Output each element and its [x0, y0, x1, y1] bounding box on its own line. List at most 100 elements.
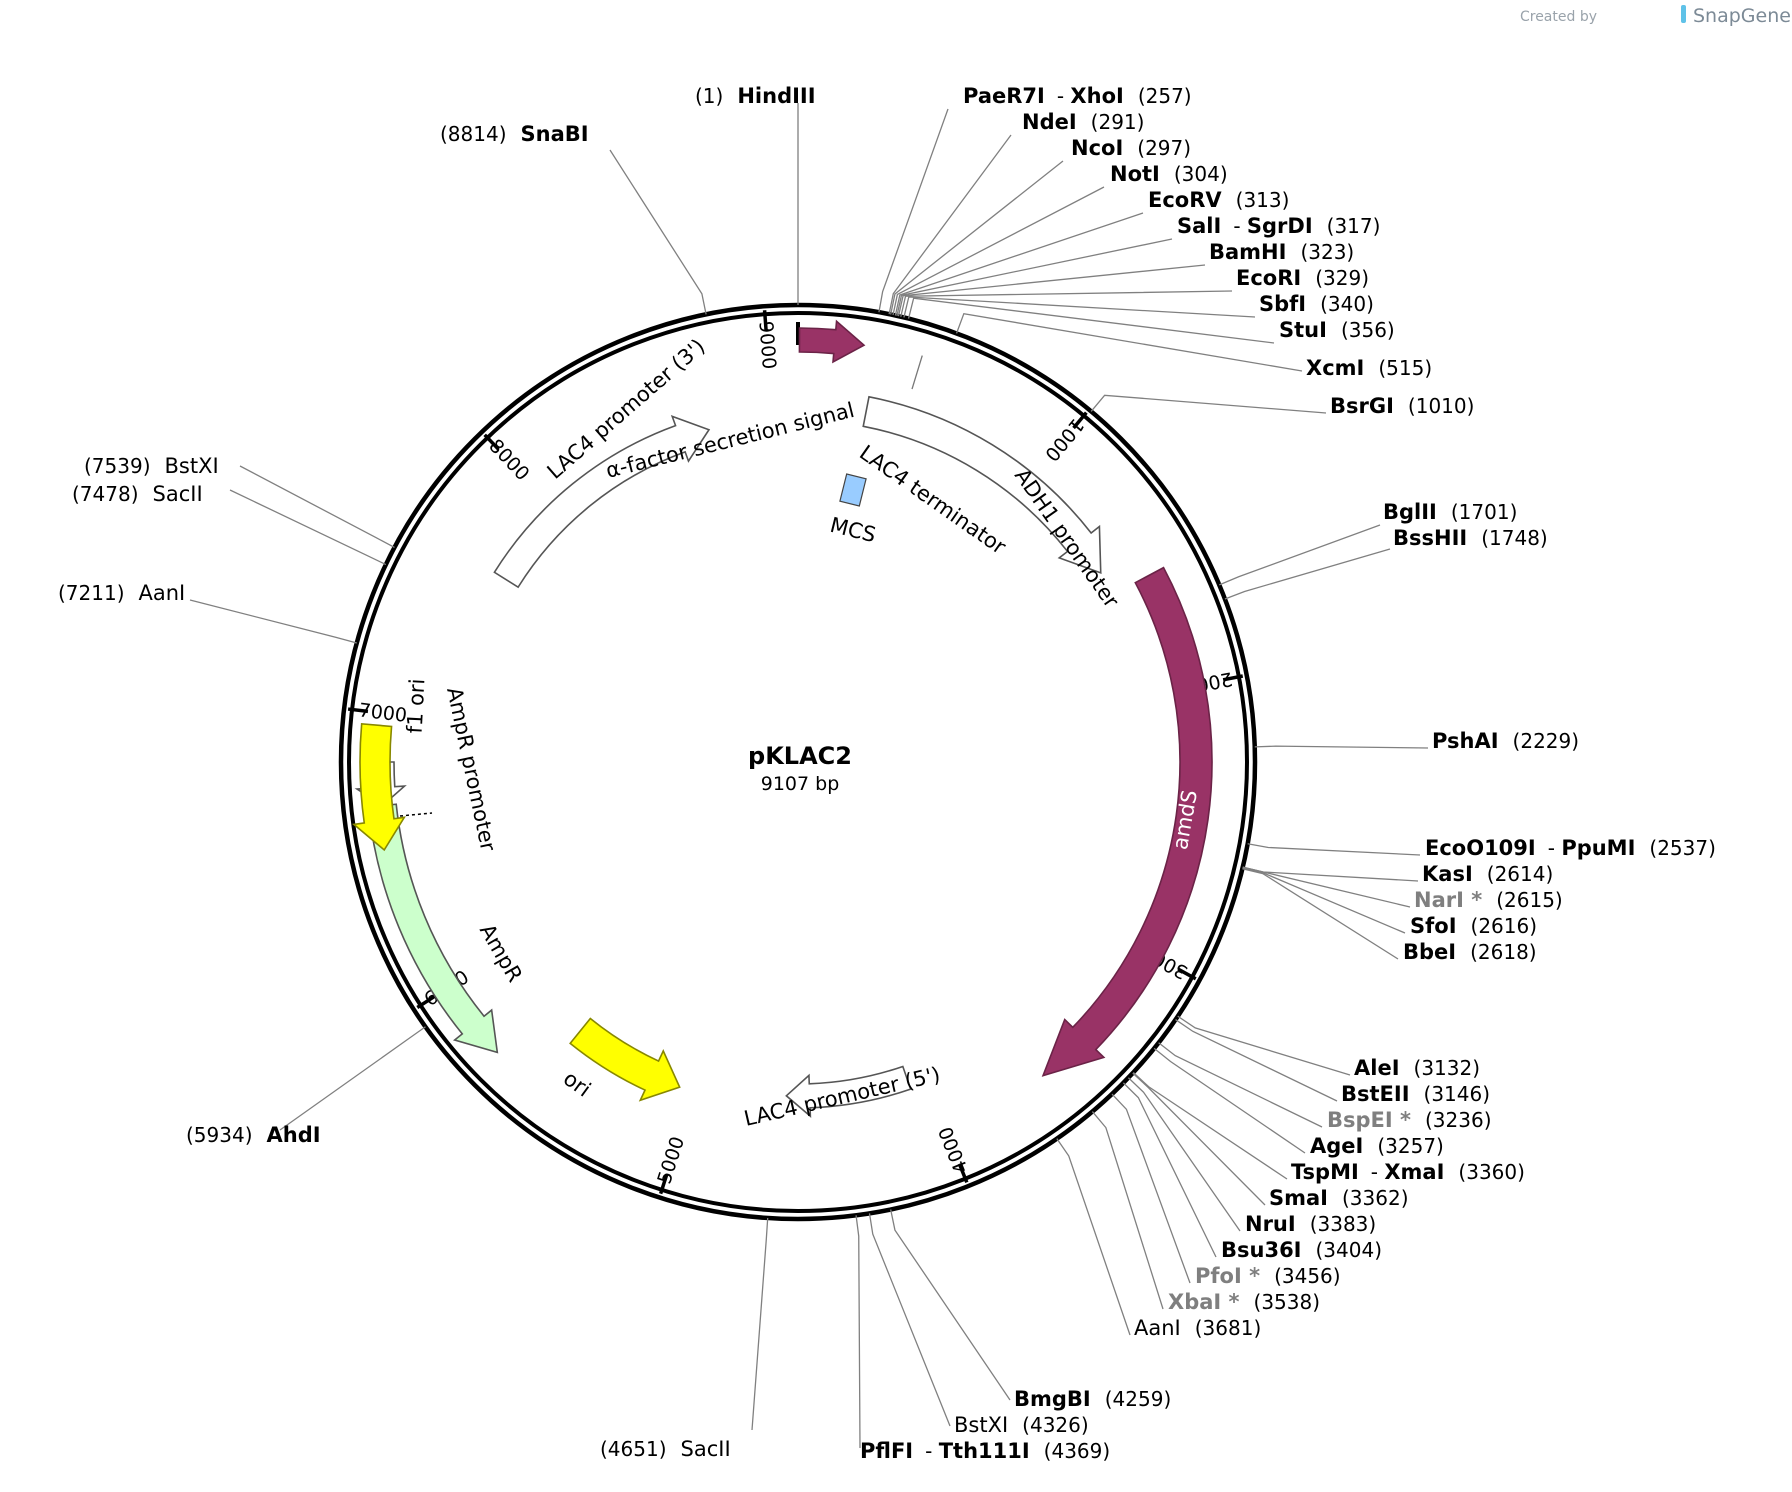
f1-ori-arrow[interactable]: [351, 722, 406, 852]
restriction-site[interactable]: TspMI- XmaI(3360): [1291, 1160, 1525, 1184]
restriction-site[interactable]: EcoRI(329): [1236, 266, 1369, 290]
lac4-promoter-5-arrow[interactable]: [785, 1065, 912, 1118]
site-leader-line: [1242, 866, 1411, 908]
restriction-site-label: SbfI(340): [1259, 292, 1374, 316]
restriction-site-label: BstXI(4326): [954, 1413, 1089, 1437]
restriction-site[interactable]: (8814)SnaBI: [440, 122, 589, 146]
restriction-site-label: PfoI *(3456): [1195, 1264, 1341, 1288]
restriction-site-label: BamHI(323): [1209, 240, 1354, 264]
credit-brand: SnapGene: [1693, 5, 1791, 27]
site-enzyme-name: PflFI: [860, 1439, 913, 1463]
restriction-site-label: XbaI *(3538): [1168, 1290, 1320, 1314]
restriction-site[interactable]: NcoI(297): [1071, 136, 1191, 160]
site-leader-line: [888, 134, 1012, 315]
site-enzyme-name: StuI: [1279, 318, 1327, 342]
restriction-site[interactable]: AanI(3681): [1134, 1316, 1261, 1340]
restriction-site[interactable]: Bsu36I(3404): [1221, 1238, 1382, 1262]
site-position: (257): [1138, 84, 1192, 108]
site-enzyme-name-2: PpuMI: [1561, 836, 1635, 860]
restriction-site[interactable]: SfoI(2616): [1410, 914, 1537, 938]
restriction-site[interactable]: BssHII(1748): [1393, 526, 1548, 550]
restriction-site-label: (1)HindIII: [695, 84, 816, 108]
restriction-site[interactable]: SbfI(340): [1259, 292, 1374, 316]
restriction-site[interactable]: BstEII(3146): [1341, 1082, 1490, 1106]
lac4-promoter-3-arrow[interactable]: [493, 415, 711, 589]
site-name-separator: -: [1057, 84, 1071, 108]
restriction-site[interactable]: AleI(3132): [1354, 1056, 1480, 1080]
ruler-tick: [658, 1174, 669, 1195]
restriction-sites: (1)HindIII PaeR7I- XhoI(257)NdeI(291)NcoI…: [58, 84, 1716, 1463]
restriction-site[interactable]: NruI(3383): [1245, 1212, 1376, 1236]
restriction-site[interactable]: BamHI(323): [1209, 240, 1354, 264]
site-enzyme-name-2: SgrDI: [1247, 214, 1313, 238]
restriction-site[interactable]: StuI(356): [1279, 318, 1395, 342]
site-position: (7478): [72, 482, 139, 506]
restriction-site-label: StuI(356): [1279, 318, 1395, 342]
restriction-site[interactable]: (7478)SacII: [72, 482, 203, 506]
ampr-arrow[interactable]: [367, 803, 499, 1054]
restriction-site[interactable]: (7539)BstXI: [84, 454, 219, 478]
restriction-site[interactable]: AgeI(3257): [1310, 1134, 1444, 1158]
restriction-site[interactable]: PshAI(2229): [1432, 729, 1579, 753]
site-enzyme-name: BspEI *: [1327, 1108, 1411, 1132]
adh1-promoter-arrow[interactable]: [862, 395, 1102, 574]
restriction-site[interactable]: BglII(1701): [1383, 500, 1517, 524]
site-enzyme-name: SalI: [1177, 214, 1221, 238]
site-leader-line: [1242, 867, 1406, 934]
restriction-site[interactable]: PaeR7I- XhoI(257): [963, 84, 1192, 108]
restriction-site[interactable]: PflFI- Tth111I(4369): [860, 1439, 1110, 1463]
site-enzyme-name: BbeI: [1403, 940, 1456, 964]
restriction-site[interactable]: BbeI(2618): [1403, 940, 1537, 964]
restriction-site[interactable]: EcoO109I- PpuMI(2537): [1425, 836, 1716, 860]
site-leader-line: [1242, 866, 1419, 882]
restriction-site[interactable]: KasI(2614): [1422, 862, 1553, 886]
site-leader-line: [1122, 1082, 1217, 1258]
restriction-site-label: SfoI(2616): [1410, 914, 1537, 938]
restriction-site-label: EcoO109I- PpuMI(2537): [1425, 836, 1716, 860]
ampr-promoter-overlap-line: [399, 812, 433, 817]
site-position: (323): [1300, 240, 1354, 264]
site-leader-line: [229, 489, 387, 566]
site-position: (2616): [1471, 914, 1538, 938]
restriction-site[interactable]: SmaI(3362): [1269, 1186, 1409, 1210]
site-enzyme-name: SnaBI: [521, 122, 589, 146]
site-position: (2615): [1496, 888, 1563, 912]
snapgene-credit[interactable]: Created by SnapGene: [1520, 5, 1791, 27]
site-leader-line: [1091, 1111, 1164, 1310]
restriction-site[interactable]: (1)HindIII: [695, 84, 816, 108]
mcs-box[interactable]: [839, 473, 867, 507]
restriction-site-label: PshAI(2229): [1432, 729, 1579, 753]
restriction-site[interactable]: NotI(304): [1110, 162, 1228, 186]
lac4-terminator-marker[interactable]: [911, 355, 923, 390]
restriction-site[interactable]: BsrGI(1010): [1330, 394, 1474, 418]
site-position: (317): [1327, 214, 1381, 238]
restriction-site[interactable]: XbaI *(3538): [1168, 1290, 1320, 1314]
restriction-site[interactable]: BstXI(4326): [954, 1413, 1089, 1437]
site-enzyme-name: BssHII: [1393, 526, 1467, 550]
site-enzyme-name: BsrGI: [1330, 394, 1394, 418]
feature-label-adh1-promoter: ADH1 promoter: [1010, 464, 1124, 612]
restriction-site[interactable]: (7211)AanI: [58, 581, 185, 605]
restriction-site[interactable]: (5934)AhdI: [186, 1123, 321, 1147]
restriction-site[interactable]: PfoI *(3456): [1195, 1264, 1341, 1288]
restriction-site-label: BsrGI(1010): [1330, 394, 1474, 418]
restriction-site[interactable]: (4651)SacII: [600, 1437, 731, 1461]
restriction-site[interactable]: NarI *(2615): [1414, 888, 1563, 912]
alpha-factor-arrow[interactable]: [798, 319, 866, 364]
site-enzyme-name: XcmI: [1306, 356, 1364, 380]
ori-arrow[interactable]: [569, 1017, 681, 1102]
restriction-site-label: KasI(2614): [1422, 862, 1553, 886]
restriction-site[interactable]: SalI- SgrDI(317): [1177, 214, 1380, 238]
site-position: (2537): [1649, 836, 1716, 860]
amds-arrow[interactable]: [1041, 566, 1213, 1077]
restriction-site[interactable]: XcmI(515): [1306, 356, 1432, 380]
site-enzyme-name: EcoRV: [1148, 188, 1222, 212]
restriction-site[interactable]: BspEI *(3236): [1327, 1108, 1492, 1132]
site-enzyme-name: EcoO109I: [1425, 836, 1536, 860]
restriction-site[interactable]: BmgBI(4259): [1014, 1387, 1171, 1411]
snapgene-logo-icon: [1681, 5, 1686, 23]
restriction-site[interactable]: NdeI(291): [1022, 110, 1144, 134]
restriction-site[interactable]: EcoRV(313): [1148, 188, 1289, 212]
site-leader-line: [1242, 868, 1399, 960]
